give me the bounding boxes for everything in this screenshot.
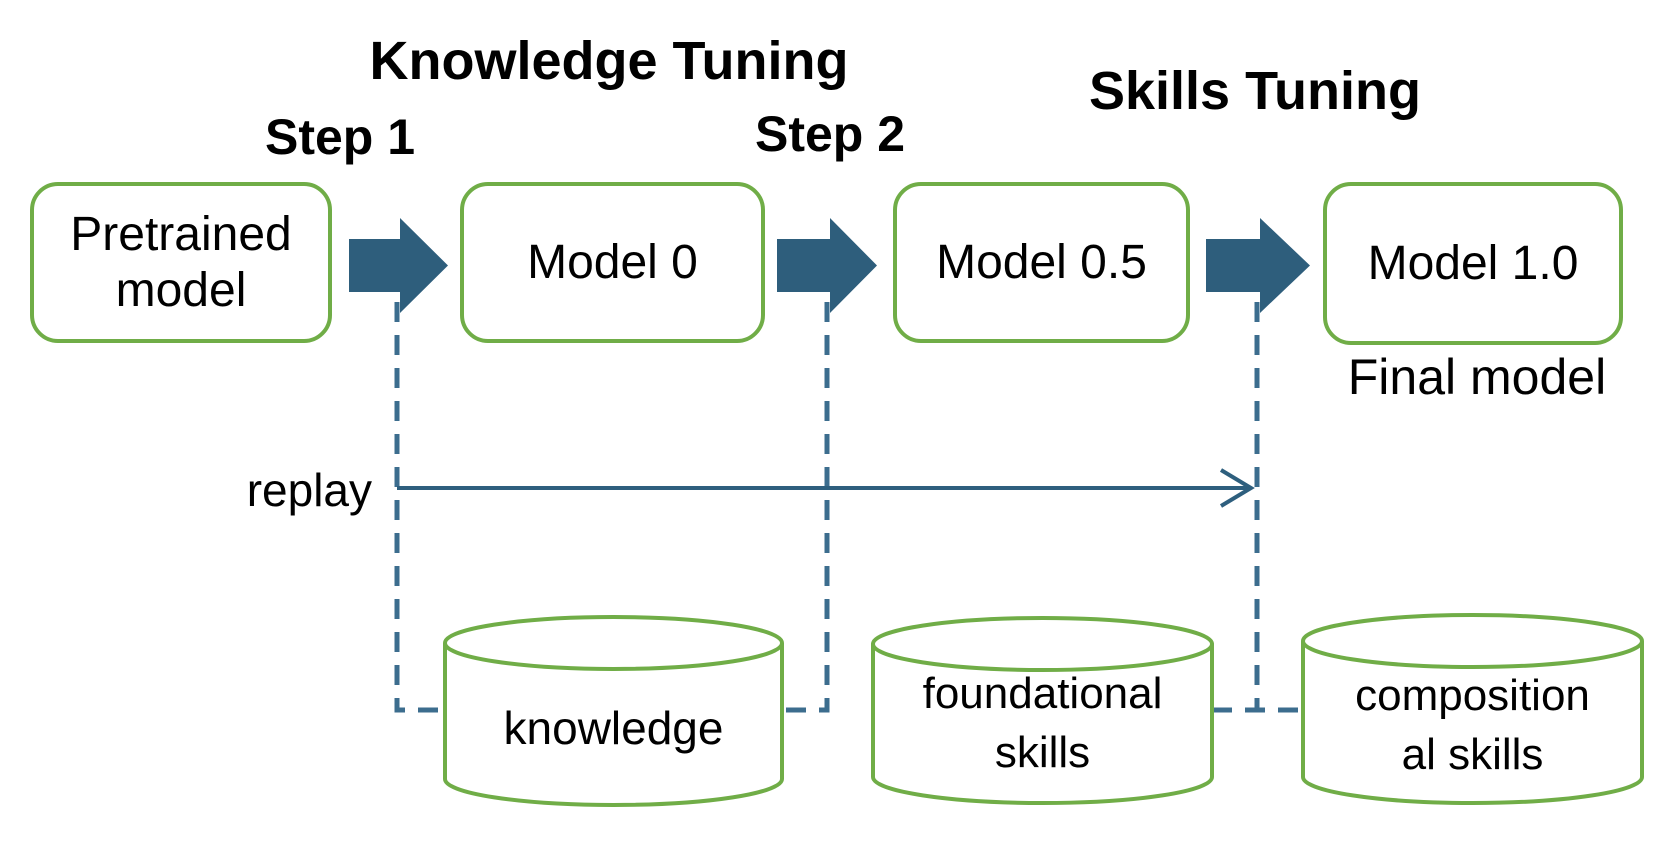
- pretrained-model-label-line1: Pretrained: [70, 207, 292, 261]
- skills-tuning-title: Skills Tuning: [1088, 61, 1421, 121]
- step1-label: Step 1: [264, 109, 416, 165]
- step2-label: Step 2: [754, 106, 906, 162]
- knowledge-cylinder-body: [443, 643, 784, 807]
- pretrained-model-label: Pretrained model: [70, 207, 291, 319]
- foundational-skills-label-line2: skills: [994, 728, 1091, 777]
- model-1-0-box: Model 1.0: [1323, 182, 1623, 345]
- final-model-caption: Final model: [1347, 349, 1607, 405]
- foundational-skills-cylinder-body: [871, 644, 1214, 805]
- model-0-label: Model 0: [527, 235, 698, 291]
- knowledge-cylinder-top: [443, 615, 784, 671]
- model-1-0-label-line1: Model 1.0: [1367, 236, 1579, 290]
- dashed-connector-step2-knowledge: [782, 302, 830, 713]
- knowledge-cylinder-label: knowledge: [445, 699, 782, 757]
- block-arrow-skills-icon: [1206, 218, 1310, 313]
- compositional-skills-cylinder-label: composition al skills: [1303, 666, 1642, 784]
- compositional-skills-label-line1: composition: [1355, 671, 1590, 720]
- pretrained-model-box: Pretrained model: [30, 182, 332, 343]
- model-0-label-line1: Model 0: [527, 235, 698, 289]
- model-0-5-label: Model 0.5: [936, 235, 1147, 291]
- foundational-skills-label-line1: foundational: [922, 669, 1163, 718]
- knowledge-tuning-title: Knowledge Tuning: [369, 31, 849, 91]
- foundational-skills-cylinder-label: foundational skills: [873, 664, 1212, 782]
- model-0-5-box: Model 0.5: [893, 182, 1190, 343]
- model-0-box: Model 0: [460, 182, 765, 343]
- block-arrow-step2-icon: [777, 218, 877, 313]
- foundational-skills-cylinder-top: [871, 616, 1214, 672]
- compositional-skills-cylinder-top: [1301, 613, 1644, 669]
- compositional-skills-label-line2: al skills: [1401, 730, 1544, 779]
- replay-label: replay: [246, 464, 372, 516]
- model-0-5-label-line1: Model 0.5: [936, 235, 1147, 289]
- compositional-skills-cylinder-body: [1301, 641, 1644, 805]
- dashed-connector-skills-datasets: [1212, 302, 1303, 713]
- replay-arrowhead-icon: [1219, 468, 1255, 508]
- knowledge-label-line1: knowledge: [503, 702, 724, 754]
- dashed-connector-step1-knowledge: [394, 302, 445, 713]
- model-1-0-label: Model 1.0: [1368, 236, 1579, 292]
- block-arrow-step1-icon: [349, 218, 448, 313]
- pretrained-model-label-line2: model: [115, 263, 247, 317]
